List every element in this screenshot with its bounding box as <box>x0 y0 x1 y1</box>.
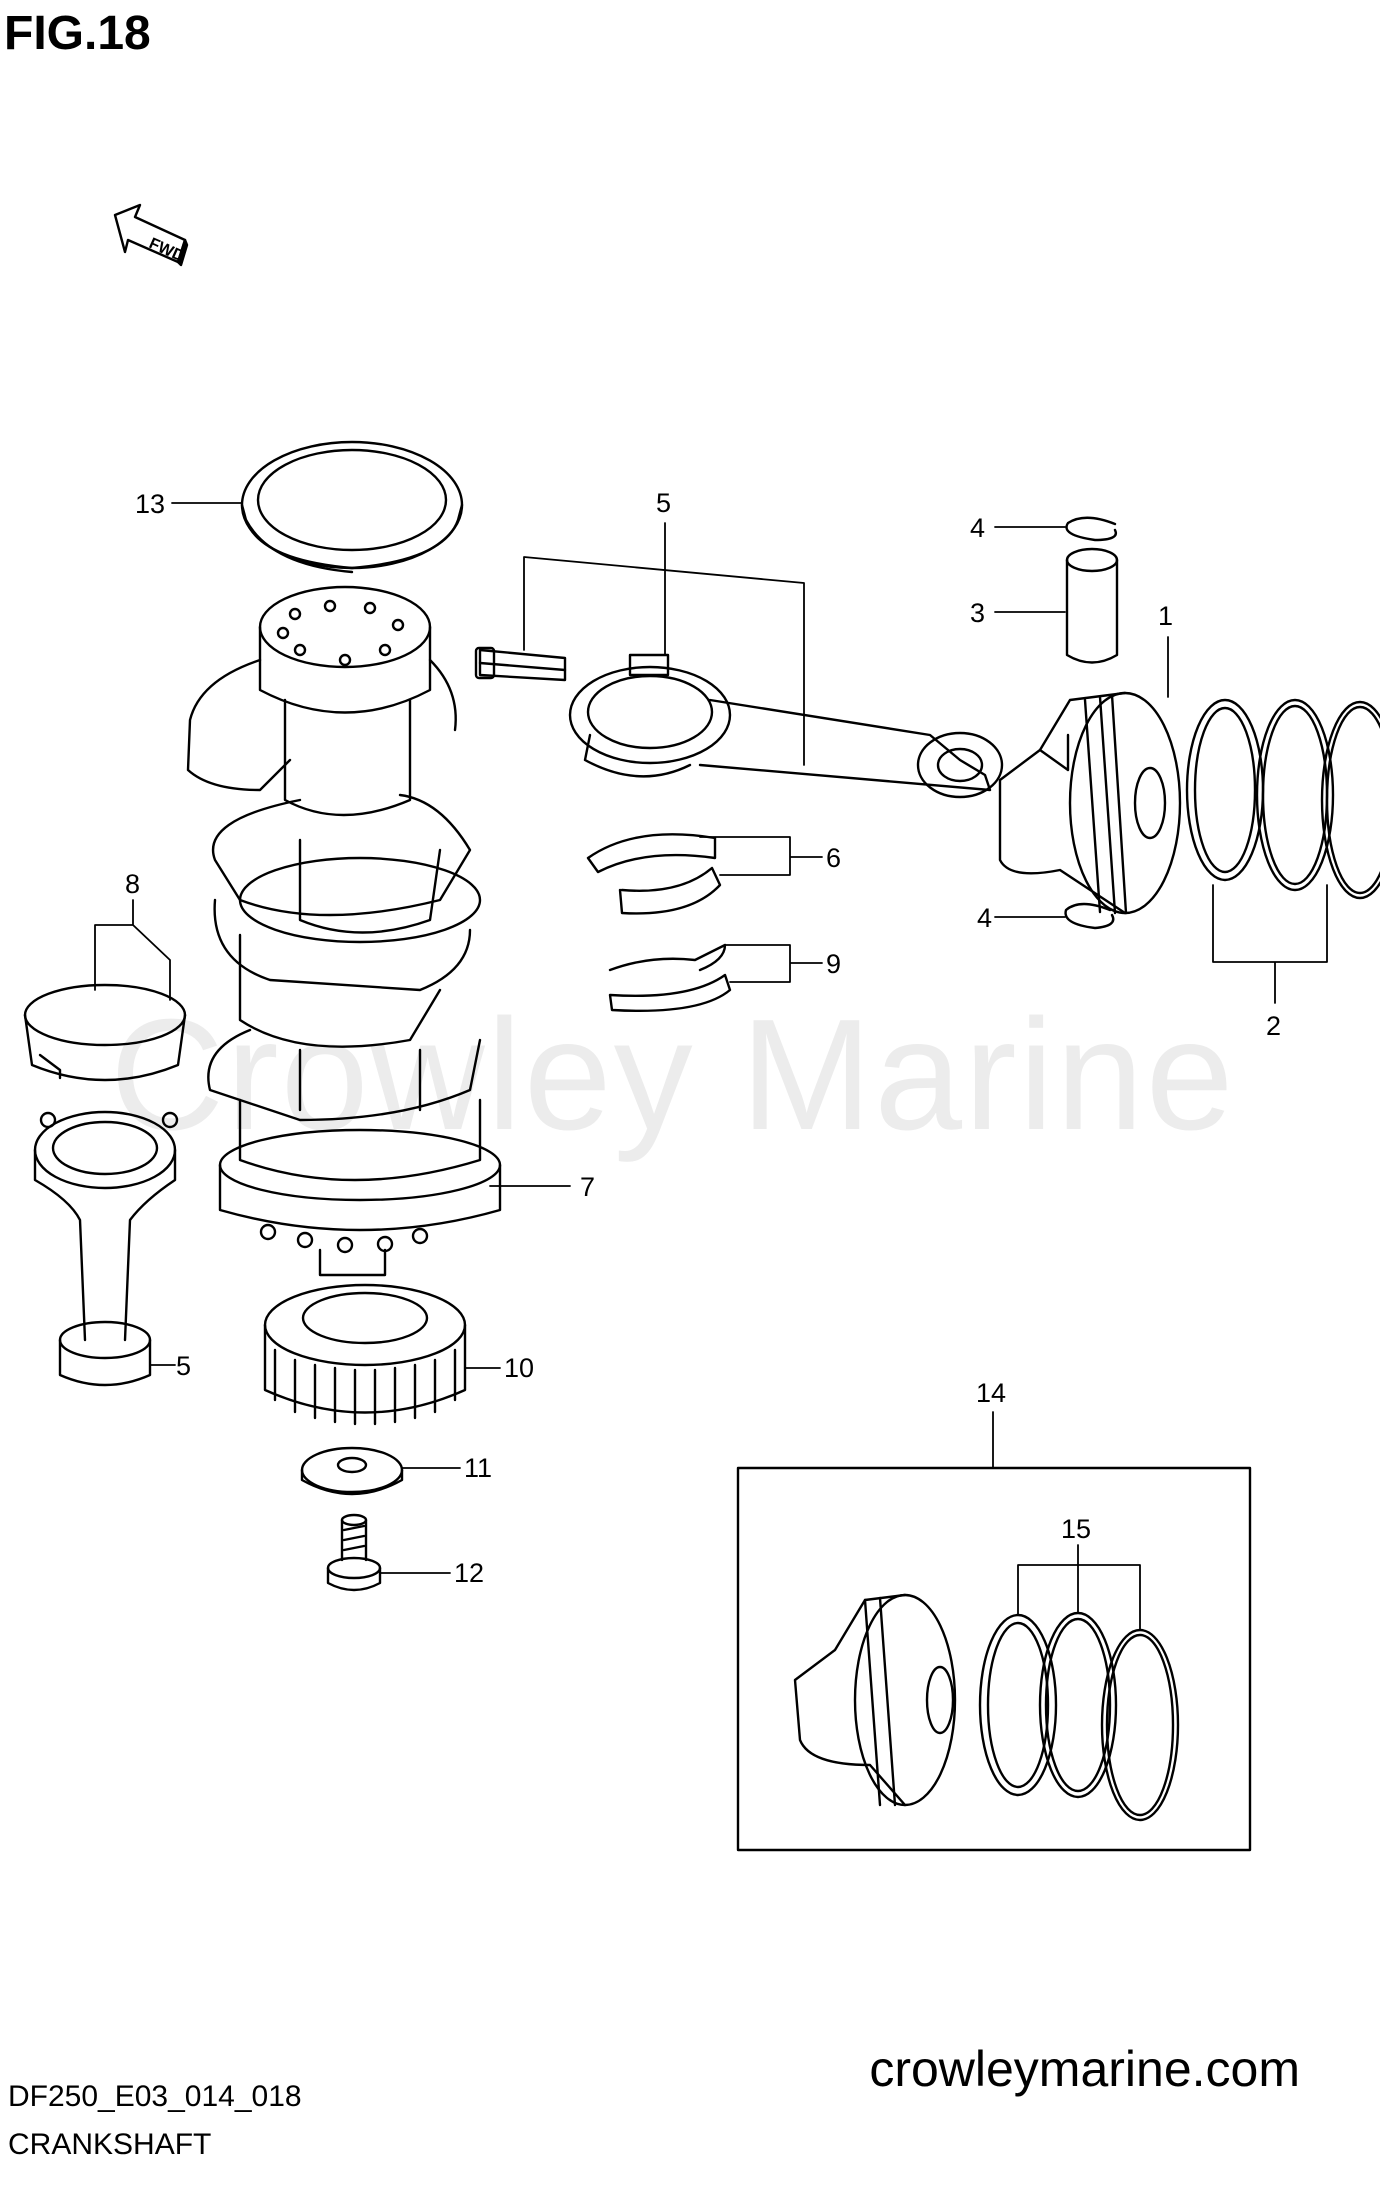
crankshaft-drawing <box>186 585 502 1277</box>
callout-8: 8 <box>125 869 140 899</box>
piston-ring-assembly-drawing <box>978 1611 1180 1822</box>
main-bearing-drawing <box>23 983 187 1082</box>
piston-assembly-drawing <box>793 1593 957 1807</box>
callout-5-upper: 5 <box>656 488 671 518</box>
callout-3: 3 <box>970 598 985 628</box>
section-name: CRANKSHAFT <box>8 2128 212 2161</box>
callout-14: 14 <box>976 1378 1006 1408</box>
connecting-rod-upper-drawing <box>474 646 1004 799</box>
callout-13: 13 <box>135 489 165 519</box>
bolt-drawing <box>326 1513 382 1592</box>
washer-drawing <box>300 1446 404 1496</box>
circlip-upper-drawing <box>1065 516 1117 542</box>
callout-5-lower: 5 <box>176 1351 191 1381</box>
callout-labels: 1 2 3 4 4 5 5 6 7 8 9 10 11 12 13 14 15 <box>125 488 1281 1588</box>
website-url: crowleymarine.com <box>869 2041 1300 2097</box>
fwd-arrow-icon: FWD <box>113 203 189 267</box>
callout-6: 6 <box>826 843 841 873</box>
thrust-bearing-drawing <box>608 943 732 1013</box>
piston-rings-drawing <box>1185 698 1380 900</box>
oil-seal-drawing <box>240 440 464 574</box>
timing-gear-drawing <box>263 1283 467 1426</box>
leader-lines <box>94 502 1328 1631</box>
callout-15: 15 <box>1061 1514 1091 1544</box>
callout-2: 2 <box>1266 1011 1281 1041</box>
callout-12: 12 <box>454 1558 484 1588</box>
piston-assembly-box <box>736 1466 1252 1852</box>
circlip-lower-drawing <box>1064 902 1115 930</box>
figure-title: FIG.18 <box>4 7 151 60</box>
connecting-rod-lower-drawing <box>33 1110 179 1387</box>
callout-4-upper: 4 <box>970 513 985 543</box>
conrod-bearing-drawing <box>586 833 722 915</box>
callout-4-lower: 4 <box>977 903 992 933</box>
callout-7: 7 <box>580 1172 595 1202</box>
piston-pin-drawing <box>1065 547 1119 664</box>
piston-drawing <box>998 691 1182 915</box>
callout-1: 1 <box>1158 601 1173 631</box>
callout-10: 10 <box>504 1353 534 1383</box>
callout-11: 11 <box>464 1453 492 1483</box>
model-code: DF250_E03_014_018 <box>8 2080 302 2113</box>
callout-9: 9 <box>826 949 841 979</box>
